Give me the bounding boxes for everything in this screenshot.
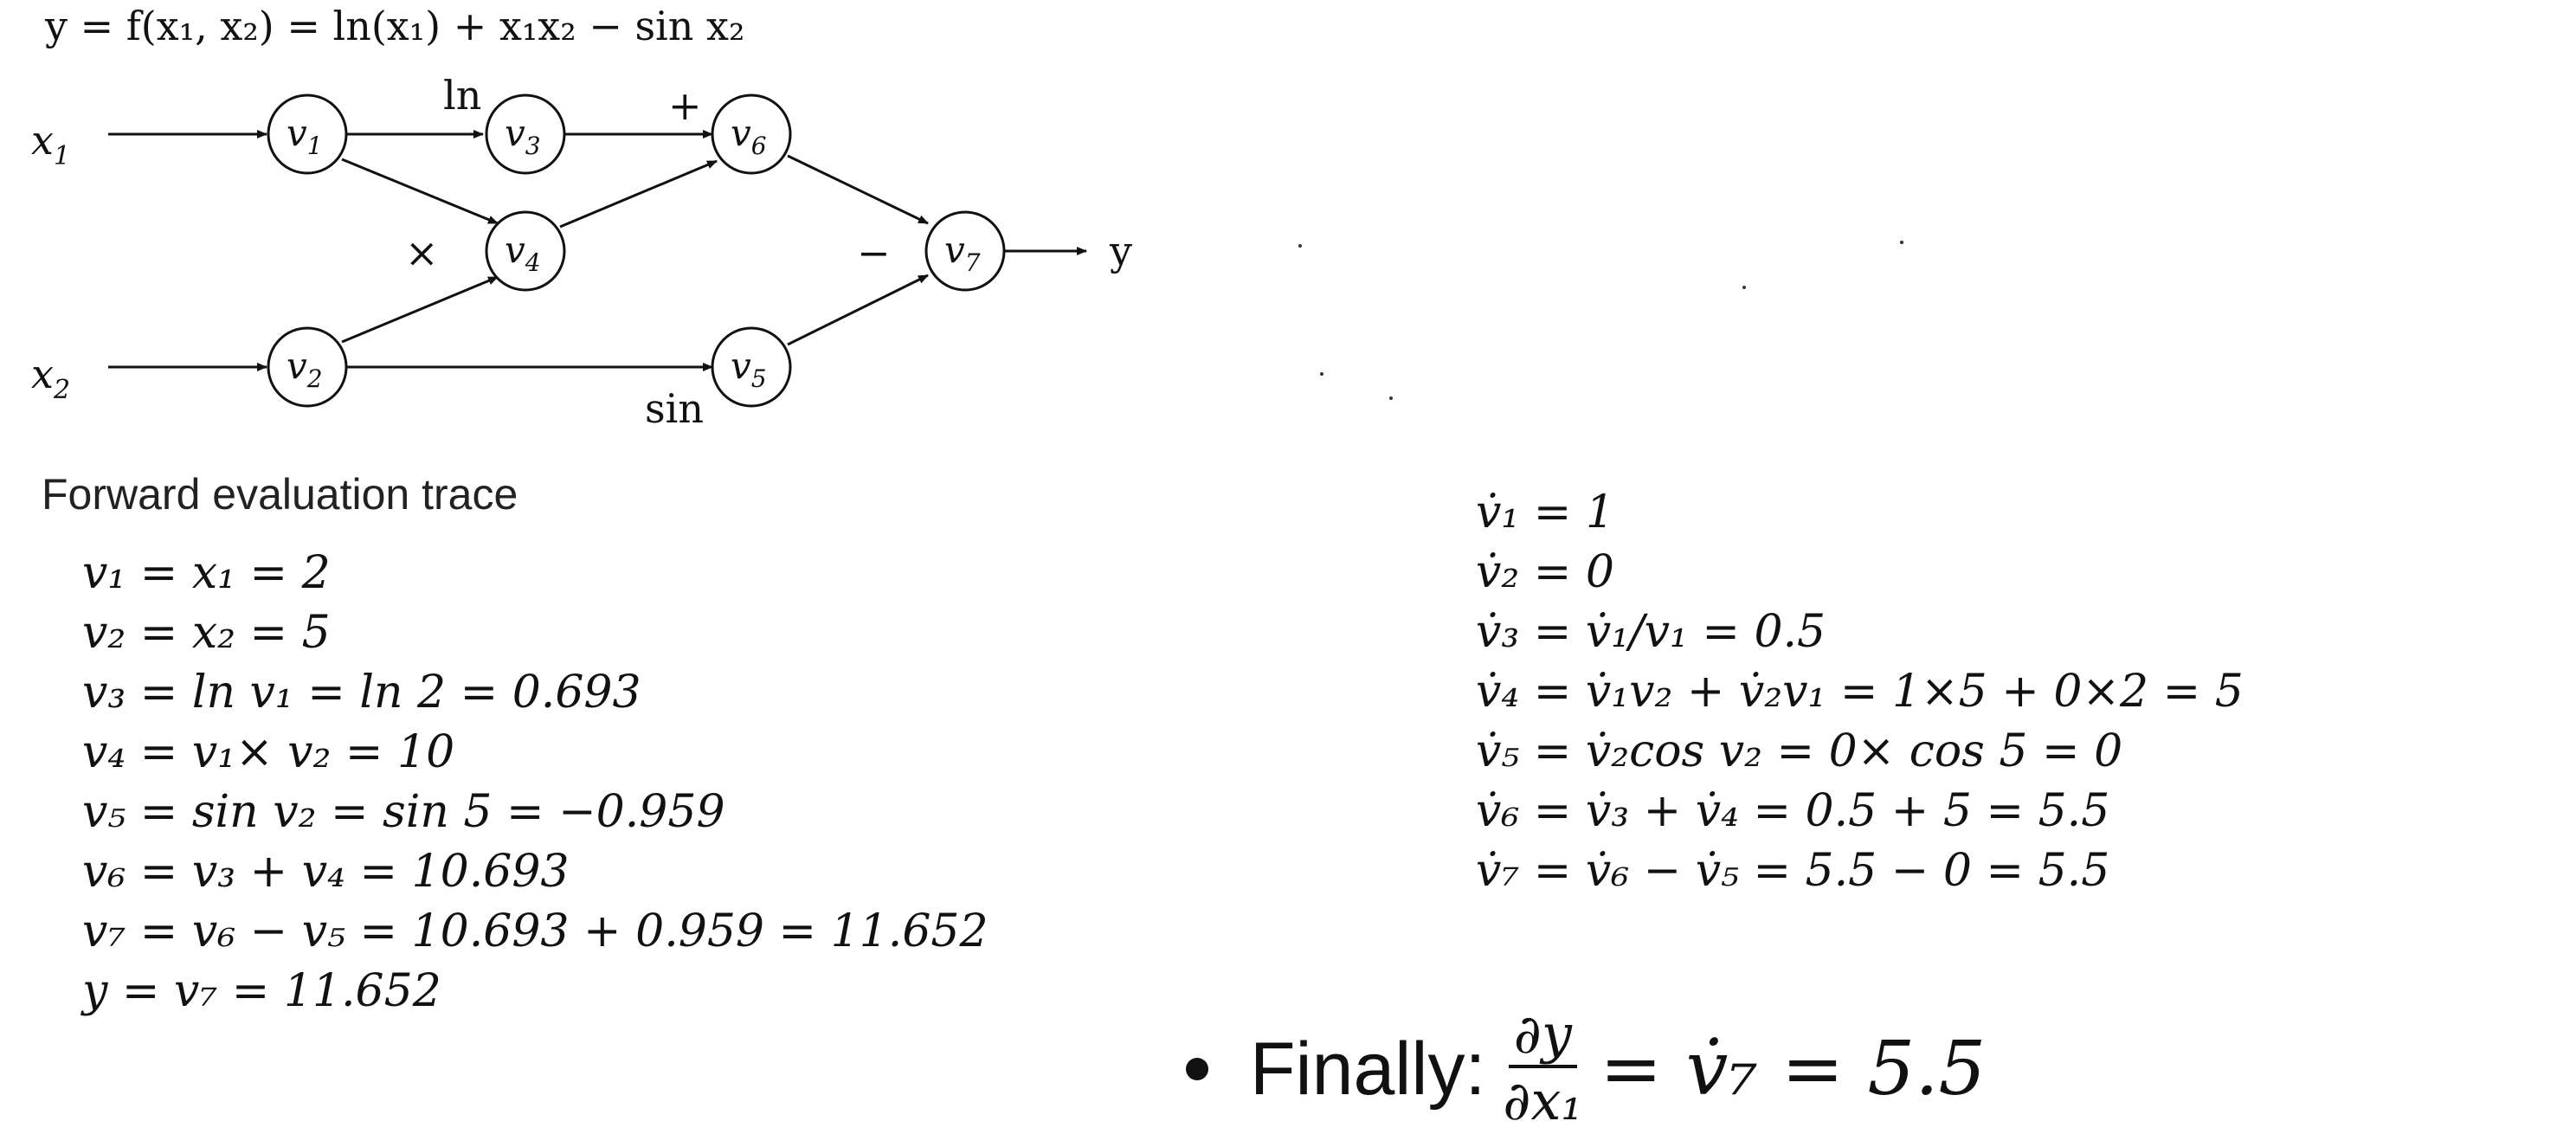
tangent-trace-line: v̇₁ = 1	[1476, 486, 1614, 538]
svg-text:v3: v3	[505, 112, 541, 160]
svg-text:v5: v5	[731, 345, 767, 393]
edge-v2-v4	[341, 275, 499, 344]
final-label: Finally:	[1250, 1027, 1486, 1111]
forward-trace-list: v₁ = x₁ = 2 v₂ = x₂ = 5 v₃ = ln v₁ = ln …	[82, 544, 989, 1021]
node-v7: v7	[924, 210, 1006, 292]
svg-text:v2: v2	[287, 345, 323, 393]
forward-trace-line: v₃ = ln v₁ = ln 2 = 0.693	[82, 667, 641, 718]
node-v5: v5	[711, 326, 792, 408]
edge-v4-v6	[559, 159, 718, 229]
tangent-trace-line: v̇₂ = 0	[1476, 546, 1614, 598]
input-x2-label: x2	[31, 351, 70, 405]
header-formula: y = f(x₁, x₂) = ln(x₁) + x₁x₂ − sin x₂	[44, 3, 744, 49]
fraction-denominator: ∂x₁	[1503, 1069, 1583, 1132]
node-v4: v4	[485, 210, 566, 292]
svg-text:v7: v7	[944, 229, 981, 277]
op-label-times: ×	[405, 229, 439, 276]
tangent-trace-list: v̇₁ = 1 v̇₂ = 0 v̇₃ = v̇₁/v₁ = 0.5 v̇₄ =…	[1476, 483, 2244, 901]
tangent-trace-line: v̇₇ = v̇₆ − v̇₅ = 5.5 − 0 = 5.5	[1476, 845, 2110, 897]
fraction-numerator: ∂y	[1508, 1004, 1577, 1068]
tangent-trace-line: v̇₃ = v̇₁/v₁ = 0.5	[1476, 606, 1826, 658]
node-v1: v1	[267, 93, 348, 175]
forward-trace-line: v₄ = v₁× v₂ = 10	[82, 726, 455, 778]
op-label-minus: −	[857, 229, 891, 276]
forward-trace-title: Forward evaluation trace	[42, 470, 518, 519]
svg-text:v1: v1	[287, 112, 323, 160]
tangent-trace-line: v̇₅ = v̇₂cos v₂ = 0× cos 5 = 0	[1476, 725, 2123, 777]
node-v2: v2	[267, 326, 348, 408]
node-v3: v3	[485, 93, 566, 175]
svg-text:v6: v6	[731, 112, 767, 160]
tangent-trace-line: v̇₆ = v̇₃ + v̇₄ = 0.5 + 5 = 5.5	[1476, 785, 2110, 837]
forward-trace-line: v₆ = v₃ + v₄ = 10.693	[82, 846, 570, 898]
edge-v1-v4	[341, 158, 499, 225]
forward-trace-line: v₂ = x₂ = 5	[82, 607, 331, 659]
output-y-label: y	[1109, 228, 1132, 274]
op-label-ln: ln	[443, 72, 481, 119]
partial-derivative-fraction: ∂y ∂x₁	[1497, 1004, 1587, 1134]
forward-trace-line: v₁ = x₁ = 2	[82, 547, 331, 599]
edge-v5-v7	[787, 274, 929, 346]
forward-trace-line: v₅ = sin v₂ = sin 5 = −0.959	[82, 786, 725, 838]
forward-trace-line: y = v₇ = 11.652	[82, 965, 441, 1017]
bullet-icon	[1186, 1058, 1208, 1080]
svg-text:v4: v4	[505, 229, 541, 277]
tangent-trace-line: v̇₄ = v̇₁v₂ + v̇₂v₁ = 1×5 + 0×2 = 5	[1476, 666, 2244, 718]
edge-v6-v7	[787, 154, 929, 225]
final-result: Finally: ∂y ∂x₁ = v̇₇ = 5.5	[1186, 1004, 1986, 1134]
forward-trace-line: v₇ = v₆ − v₅ = 10.693 + 0.959 = 11.652	[82, 905, 989, 957]
op-label-sin: sin	[645, 385, 704, 432]
node-v6: v6	[711, 93, 792, 175]
input-x1-label: x1	[31, 117, 70, 171]
op-label-plus: +	[668, 82, 702, 129]
final-equation: = v̇₇ = 5.5	[1600, 1026, 1987, 1112]
